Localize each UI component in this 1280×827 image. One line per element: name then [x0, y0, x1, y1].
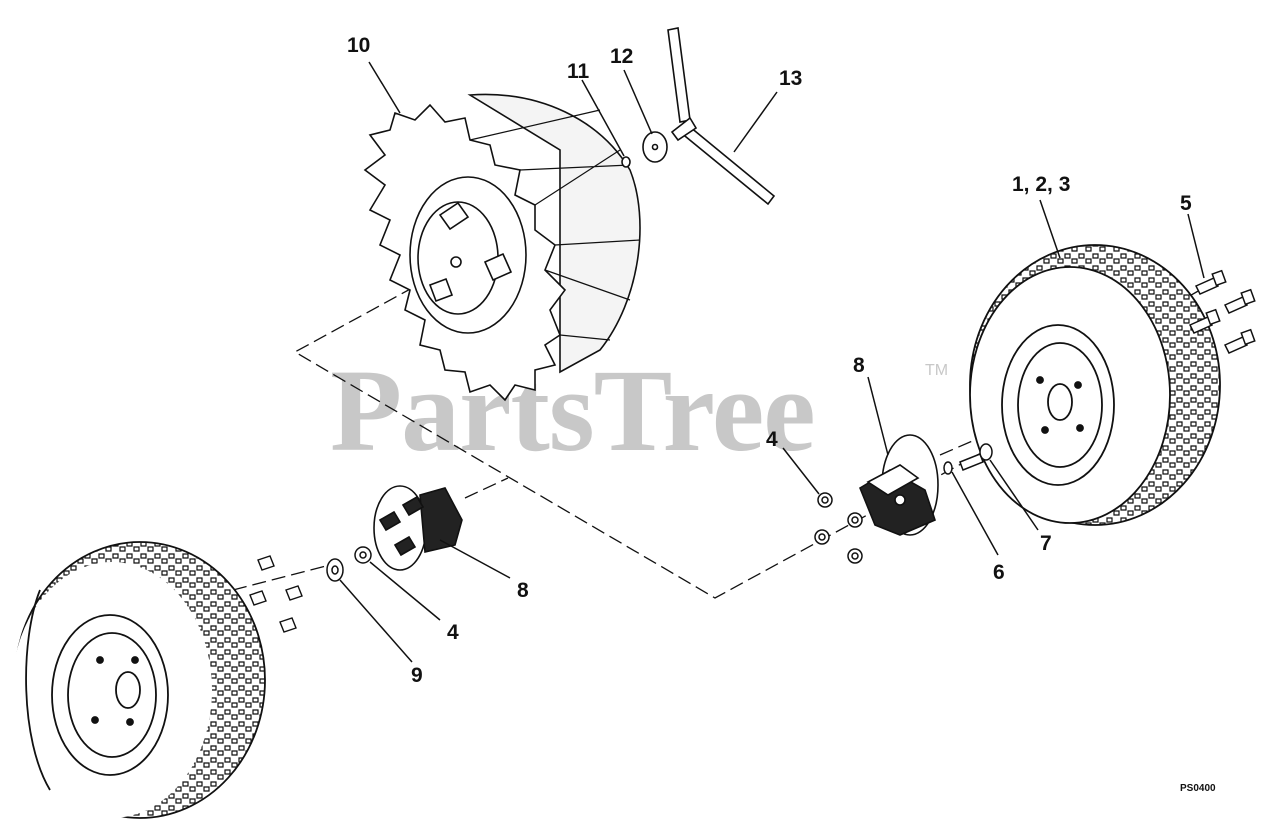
callout-4-left: 4 — [447, 621, 459, 644]
right-tire-parts-1-2-3 — [969, 244, 1221, 526]
hardware-parts-11-12-13 — [621, 27, 776, 206]
callout-12: 12 — [610, 45, 634, 68]
callout-13: 13 — [779, 67, 803, 90]
left-tire — [12, 541, 266, 819]
callout-7: 7 — [1040, 532, 1052, 555]
leader-lines — [339, 61, 1205, 663]
bolt-part-7 — [959, 443, 993, 471]
callout-8-left: 8 — [517, 579, 529, 602]
right-hub-part-8 — [859, 434, 939, 536]
callout-5: 5 — [1180, 192, 1192, 215]
callout-1-2-3: 1, 2, 3 — [1012, 173, 1071, 196]
lug-bolts-part-5 — [1188, 269, 1256, 354]
callout-6: 6 — [993, 561, 1005, 584]
diagram-code: PS0400 — [1180, 783, 1216, 794]
washer-part-6 — [943, 461, 953, 475]
callout-10: 10 — [347, 34, 371, 57]
callout-8-right: 8 — [853, 354, 865, 377]
callout-11: 11 — [567, 60, 590, 83]
left-lug-nuts — [249, 555, 303, 633]
wheel-weight-part-10 — [363, 93, 641, 402]
left-hub-part-8 — [373, 485, 463, 571]
left-nut-part-4 — [354, 546, 372, 564]
right-nuts-part-4 — [814, 492, 863, 564]
callout-4-right: 4 — [766, 428, 778, 451]
callout-9: 9 — [411, 664, 423, 687]
watermark: PartsTree — [330, 345, 816, 476]
watermark-tm: TM — [925, 362, 949, 379]
washer-part-9 — [326, 558, 344, 582]
